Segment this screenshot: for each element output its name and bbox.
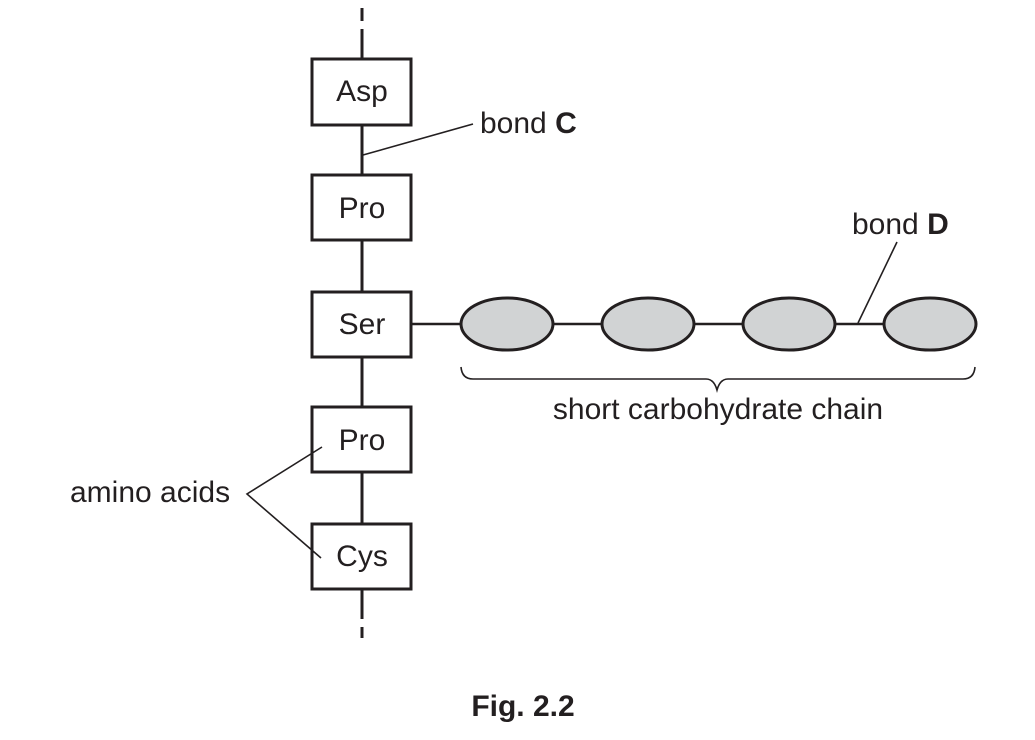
figure-caption: Fig. 2.2 (471, 690, 574, 723)
bond-d-annotation: bond D (852, 208, 949, 324)
residue-label: Ser (339, 308, 386, 341)
monosaccharide-1 (459, 296, 555, 352)
bond-c-letter: C (555, 107, 577, 140)
residue-label: Cys (336, 540, 388, 573)
bond-c-label-text: bond (480, 107, 555, 140)
residue-box (310, 173, 413, 242)
bond-c-annotation: bond C (362, 107, 577, 156)
amino-acid-box-pro-2: Pro (310, 405, 413, 474)
residue-box (310, 405, 413, 474)
amino-acid-residues: Asp Pro Ser Pro Cys (310, 57, 413, 591)
bond-c-pointer-line (362, 123, 474, 156)
residue-box (310, 57, 413, 127)
amino-acid-box-asp: Asp (310, 57, 413, 127)
amino-acid-box-cys: Cys (310, 522, 413, 591)
amino-acids-annotation: amino acids (70, 446, 323, 559)
bond-d-label: bond D (852, 208, 949, 241)
monosaccharide-2 (600, 296, 696, 352)
bond-d-letter: D (927, 208, 949, 241)
carbohydrate-chain (411, 296, 978, 352)
residue-box (310, 522, 413, 591)
carbohydrate-chain-brace (460, 366, 976, 394)
residue-label: Asp (336, 75, 388, 108)
monosaccharide-4 (882, 296, 978, 352)
amino-acid-box-pro-1: Pro (310, 173, 413, 242)
bond-c-label: bond C (480, 107, 577, 140)
amino-acids-pointer-lines (245, 446, 323, 559)
carbohydrate-chain-label: short carbohydrate chain (553, 393, 883, 426)
residue-label: Pro (339, 424, 386, 457)
bond-d-pointer-line (857, 241, 898, 324)
residue-label: Pro (339, 192, 386, 225)
amino-acids-label: amino acids (70, 476, 230, 509)
bond-d-label-text: bond (852, 208, 927, 241)
amino-acid-box-ser: Ser (310, 290, 413, 359)
monosaccharide-3 (741, 296, 837, 352)
